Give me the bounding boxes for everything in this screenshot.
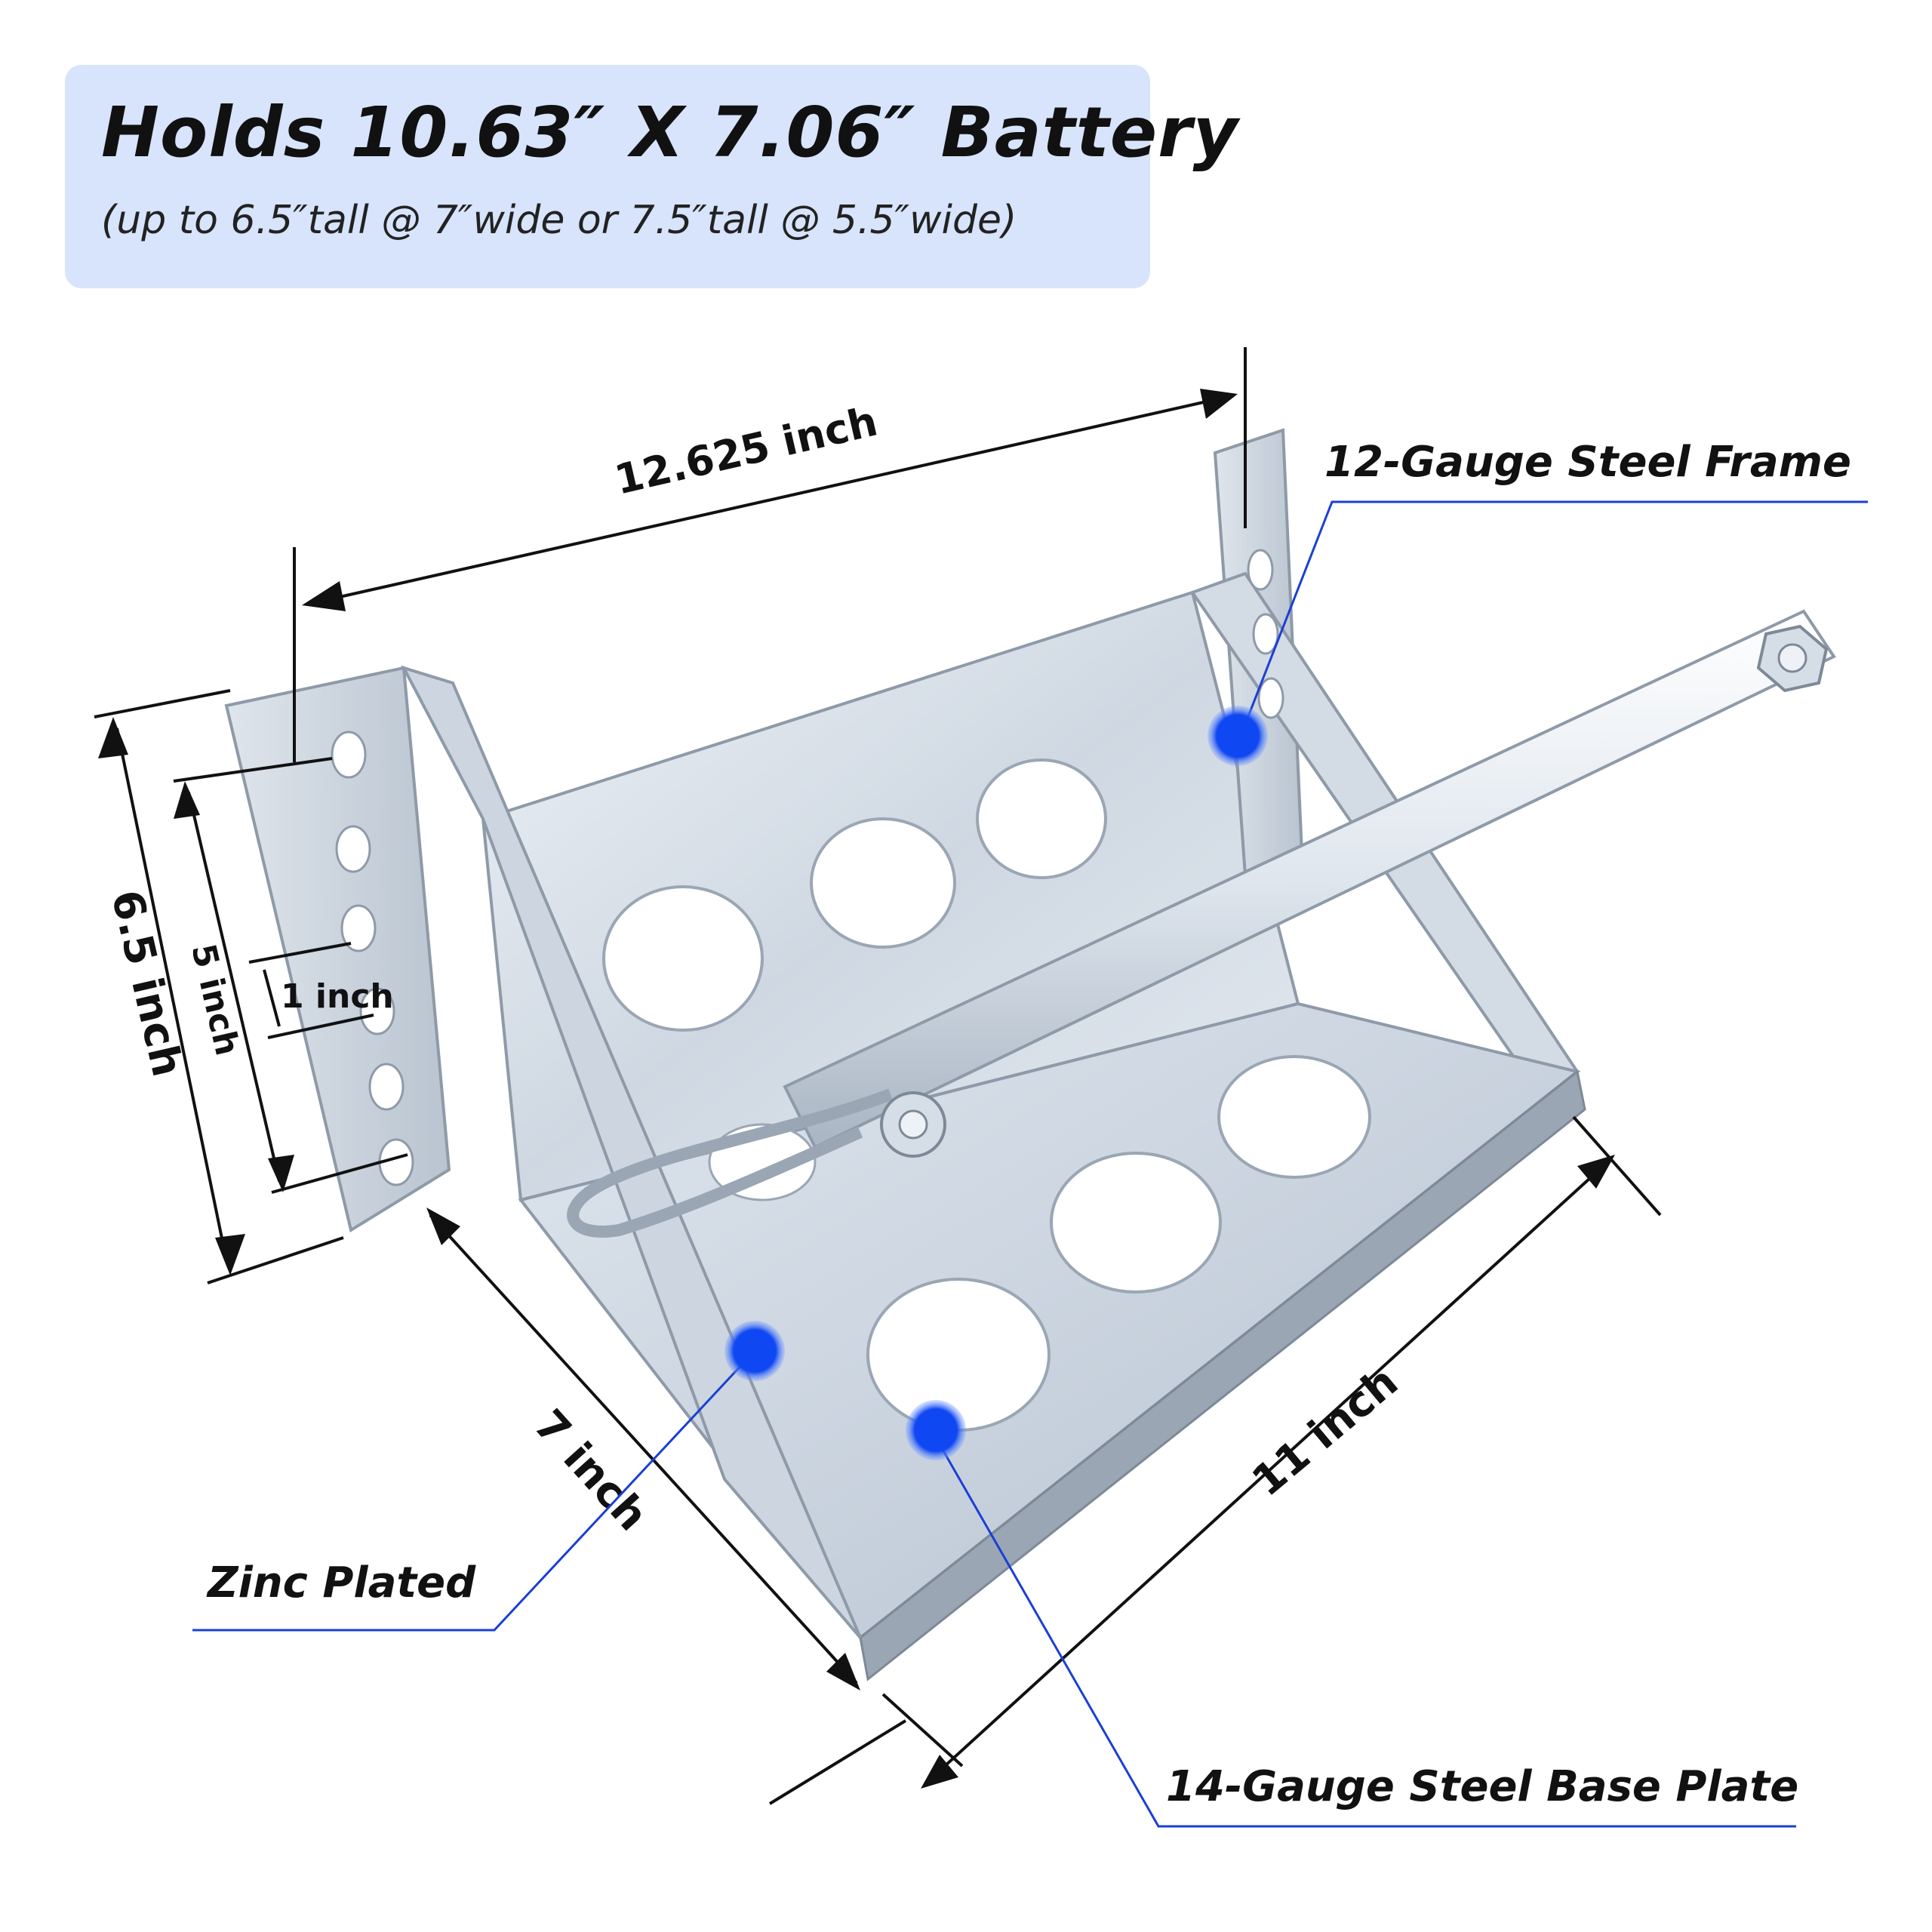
dim-label-length: 12.625 inch bbox=[611, 398, 882, 504]
header-banner bbox=[65, 65, 1150, 288]
bracket-hole bbox=[368, 1063, 405, 1111]
callout-leaders bbox=[192, 500, 1868, 1828]
base-plate-hole bbox=[1050, 1152, 1222, 1294]
callout-base-plate: 14-Gauge Steel Base Plate bbox=[1166, 1762, 1799, 1811]
bracket-hole bbox=[359, 987, 395, 1035]
back-wall bbox=[481, 590, 1300, 1202]
dim-label-height: 6.5 inch bbox=[101, 886, 192, 1081]
dim-label-base-length: 11 inch bbox=[1243, 1357, 1407, 1506]
dimension-lines bbox=[94, 347, 1662, 1805]
dim-label-hole-spacing: 1 inch bbox=[281, 977, 394, 1016]
marker-base-plate bbox=[906, 1400, 966, 1460]
hold-down-rod bbox=[567, 609, 1836, 1238]
back-wall-hole bbox=[810, 817, 956, 949]
back-wall-hole bbox=[976, 758, 1107, 879]
back-wall-hole bbox=[602, 885, 764, 1032]
dim-label-width: 7 inch bbox=[525, 1401, 657, 1540]
header-subtitle: (up to 6.5″tall @ 7″wide or 7.5″tall @ 5… bbox=[101, 198, 1017, 243]
callout-markers bbox=[724, 706, 1268, 1460]
bracket-hole bbox=[335, 825, 371, 873]
wing-bolt bbox=[880, 1091, 946, 1158]
marker-zinc bbox=[724, 1321, 785, 1381]
bracket-hole bbox=[331, 731, 367, 779]
left-bracket bbox=[224, 665, 862, 1639]
bracket-hole bbox=[340, 904, 377, 952]
callout-zinc: Zinc Plated bbox=[208, 1558, 476, 1607]
hex-nut bbox=[1756, 624, 1829, 693]
header-title: Holds 10.63″ X 7.06″ Battery bbox=[101, 92, 1239, 173]
callout-frame: 12-Gauge Steel Frame bbox=[1324, 438, 1851, 487]
base-plate-hole bbox=[866, 1278, 1051, 1432]
marker-frame bbox=[1208, 706, 1268, 766]
base-plate-hole bbox=[1217, 1055, 1371, 1179]
